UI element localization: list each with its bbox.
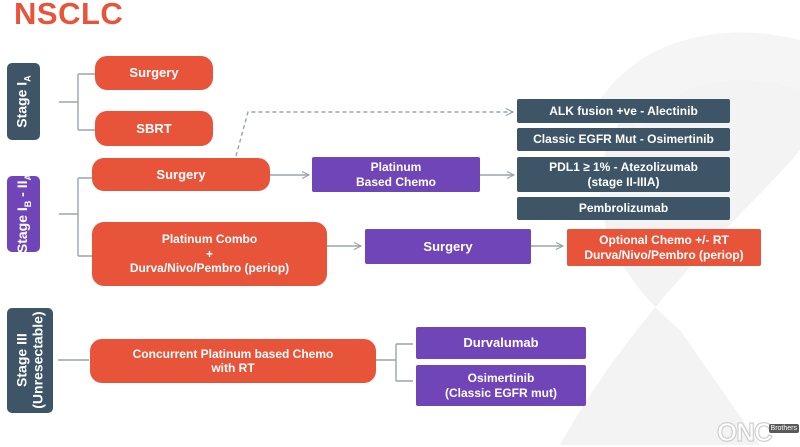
- arrow-surgery-to-alk: [235, 112, 513, 157]
- node-pdl1-atezolizumab: PDL1 ≥ 1% - Atezolizumab (stage II-IIIA): [517, 157, 730, 192]
- node-sbrt: SBRT: [95, 111, 213, 146]
- node-surgery-stage-1a: Surgery: [95, 56, 213, 90]
- node-durvalumab: Durvalumab: [416, 327, 586, 359]
- node-osimertinib: Osimertinib (Classic EGFR mut): [416, 365, 586, 406]
- page-title: NSCLC: [14, 0, 124, 31]
- stage-label-1a: Stage IA: [7, 63, 40, 140]
- bracket-stage-3: [376, 343, 413, 382]
- node-pembrolizumab: Pembrolizumab: [517, 197, 730, 220]
- stage-label-1b-2a: Stage IB - IIA: [7, 174, 40, 254]
- bracket-stage-1b-2a: [59, 177, 92, 257]
- node-platinum-based-chemo: Platinum Based Chemo: [312, 157, 480, 192]
- bracket-stage-1a: [59, 73, 95, 131]
- onc-brothers-logo: ONC Brothers: [717, 417, 799, 447]
- stage-label-3: Stage III(Unresectable): [7, 308, 53, 413]
- node-surgery-after-combo: Surgery: [365, 229, 531, 264]
- node-egfr-osimertinib: Classic EGFR Mut - Osimertinib: [517, 128, 730, 151]
- node-alk-alectinib: ALK fusion +ve - Alectinib: [517, 99, 730, 123]
- node-surgery-stage-1b: Surgery: [92, 158, 270, 191]
- node-platinum-combo: Platinum Combo + Durva/Nivo/Pembro (peri…: [92, 222, 327, 286]
- node-optional-chemo: Optional Chemo +/- RT Durva/Nivo/Pembro …: [567, 229, 761, 266]
- node-concurrent-chemo-rt: Concurrent Platinum based Chemo with RT: [90, 339, 376, 383]
